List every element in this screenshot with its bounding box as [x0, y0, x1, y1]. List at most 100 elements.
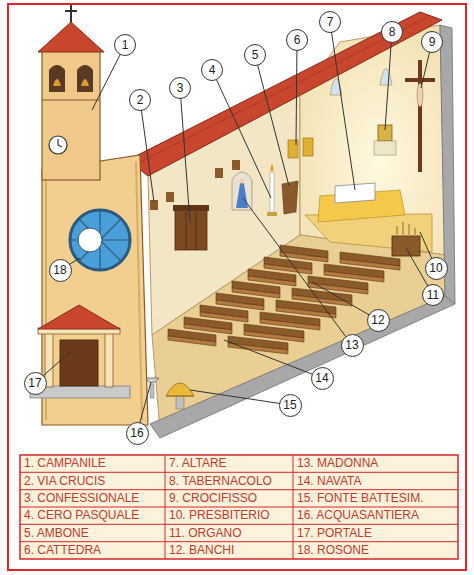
table-cell: 6. CATTEDRA — [24, 542, 101, 559]
chair — [288, 138, 313, 158]
table-cell: 13. MADONNA — [297, 455, 378, 472]
crucifix — [405, 78, 435, 82]
paschal-candle — [271, 164, 274, 172]
callout-number: 9 — [429, 36, 436, 48]
pews — [168, 245, 400, 354]
via-crucis — [150, 160, 240, 210]
organ — [414, 228, 416, 236]
callout-number: 17 — [28, 377, 41, 389]
table-cell: 1. CAMPANILE — [24, 455, 106, 472]
leader-line — [190, 390, 290, 405]
page-frame — [8, 4, 466, 570]
nave-floor — [152, 235, 445, 430]
pews — [216, 293, 264, 310]
roof — [128, 12, 442, 176]
table-cell: 18. ROSONE — [297, 542, 369, 559]
callout-circle: 12 — [367, 309, 390, 332]
callout-circle: 13 — [341, 334, 364, 357]
nave-walls — [380, 69, 392, 86]
via-crucis — [166, 192, 174, 202]
paschal-candle — [267, 164, 277, 216]
pews — [248, 269, 296, 286]
tabernacle — [374, 141, 396, 155]
callout-number: 5 — [252, 49, 259, 61]
via-crucis — [215, 168, 223, 178]
leader-line — [180, 88, 190, 222]
baptismal-font — [166, 396, 194, 397]
bell-tower — [49, 136, 67, 154]
chair — [303, 138, 313, 156]
pews — [232, 281, 280, 298]
callout-number: 7 — [327, 16, 334, 28]
rose-window — [78, 228, 102, 252]
section-cut — [150, 296, 455, 438]
legend-table — [20, 455, 458, 559]
altar — [335, 183, 375, 203]
bell-tower — [81, 79, 89, 86]
bell-tower — [58, 139, 62, 147]
legend-table — [20, 472, 458, 473]
callout-number: 10 — [429, 262, 442, 274]
legend-table — [293, 455, 294, 559]
leader-line — [140, 100, 154, 202]
ambo — [282, 181, 298, 214]
callout-circle: 11 — [422, 284, 444, 306]
paschal-candle — [267, 212, 277, 216]
pews — [340, 252, 400, 270]
bell-tower — [70, 5, 72, 22]
holy-water-font — [150, 384, 154, 398]
nave-floor — [152, 235, 445, 430]
organ — [402, 222, 404, 236]
confessional — [175, 210, 207, 250]
ambo — [282, 181, 298, 214]
callout-number: 18 — [53, 264, 66, 276]
pews — [280, 245, 328, 262]
facade — [42, 155, 148, 425]
callout-circle: 6 — [286, 29, 308, 51]
callout-number: 1 — [122, 39, 129, 51]
leader-line — [255, 55, 289, 186]
pews — [184, 317, 232, 334]
madonna-statue — [232, 172, 252, 210]
callout-number: 15 — [283, 399, 296, 411]
callout-number: 11 — [427, 289, 439, 301]
callout-number: 2 — [137, 94, 144, 106]
madonna-statue — [232, 172, 252, 210]
bell-tower — [53, 79, 61, 86]
callout-circle: 8 — [381, 21, 403, 43]
table-cell: 9. CROCIFISSO — [169, 490, 257, 507]
altar — [335, 183, 375, 203]
callout-circle: 3 — [169, 77, 191, 99]
organ — [408, 224, 410, 236]
leader-line — [385, 32, 392, 130]
nave-walls — [300, 25, 445, 255]
table-cell: 8. TABERNACOLO — [169, 473, 272, 490]
confessional — [173, 205, 209, 250]
table-cell: 14. NAVATA — [297, 473, 361, 490]
via-crucis — [232, 160, 240, 170]
callout-number: 6 — [294, 34, 301, 46]
roof — [140, 17, 428, 162]
baptismal-font — [166, 383, 194, 396]
callout-number: 3 — [177, 82, 184, 94]
table-cell: 11. ORGANO — [169, 525, 241, 542]
callout-circle: 18 — [49, 259, 72, 282]
organ — [392, 222, 420, 256]
table-cell: 10. PRESBITERIO — [169, 507, 270, 524]
baptismal-font — [176, 395, 184, 409]
table-cell: 4. CERO PASQUALE — [24, 507, 139, 524]
table-cell: 17. PORTALE — [297, 525, 372, 542]
callout-number: 12 — [371, 314, 384, 326]
legend-table — [20, 455, 458, 559]
pews — [200, 305, 248, 322]
callout-number: 4 — [209, 64, 216, 76]
table-cell: 16. ACQUASANTIERA — [297, 507, 419, 524]
leader-line — [330, 22, 355, 190]
bell-tower — [65, 10, 77, 12]
bell-tower — [77, 65, 93, 92]
table-cell: 7. ALTARE — [169, 455, 227, 472]
madonna-statue — [240, 179, 245, 184]
legend-table — [20, 507, 458, 508]
organ — [396, 226, 398, 236]
callout-circle: 14 — [311, 367, 334, 390]
